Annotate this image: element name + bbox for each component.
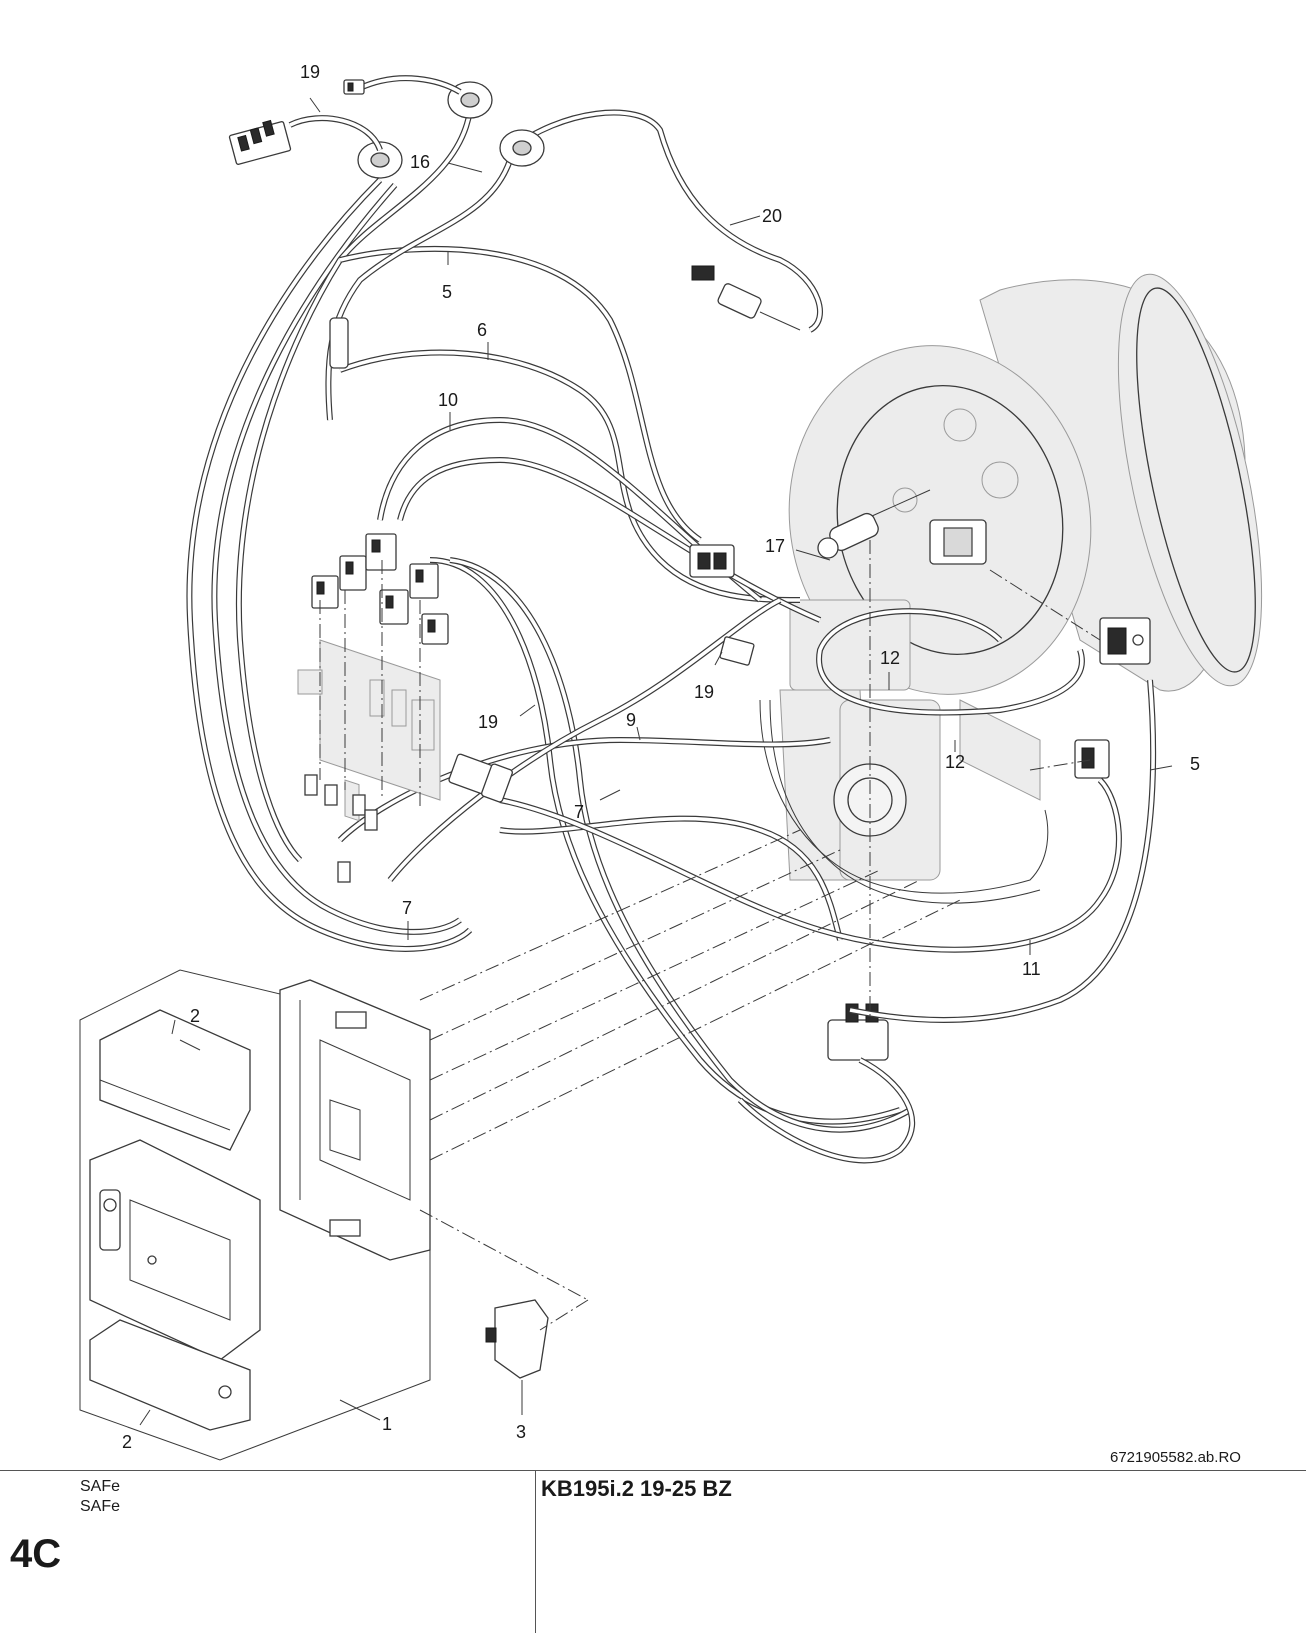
spark-ignition-unit — [1099, 617, 1151, 665]
callout-6: 6 — [477, 320, 487, 340]
callout-1: 1 — [382, 1414, 392, 1434]
exploded-wiring-diagram: 19 16 20 5 6 10 17 19 19 9 7 12 12 5 11 … — [79, 62, 1263, 1466]
grommet-1 — [357, 141, 403, 179]
callout-10: 10 — [438, 390, 458, 410]
fuse-holder — [485, 1299, 549, 1379]
connector-17 — [689, 544, 735, 578]
callout-16: 16 — [410, 152, 430, 172]
cover-bottom — [89, 1319, 251, 1431]
pump-connector — [1074, 739, 1110, 779]
flame-sensor — [929, 519, 987, 565]
terminal-connector-19 — [228, 119, 292, 165]
control-box-outline — [79, 969, 431, 1461]
callout-3: 3 — [516, 1422, 526, 1442]
callout-12-lower: 12 — [945, 752, 965, 772]
assembly-lines — [319, 540, 1101, 1331]
gas-valve-and-fan — [759, 599, 1049, 904]
temperature-sensor — [691, 265, 801, 331]
title-block-separator — [535, 1470, 536, 1633]
callout-19-left: 19 — [478, 712, 498, 732]
callout-5-top: 5 — [442, 282, 452, 302]
board-lower-connectors — [304, 774, 378, 883]
callout-12-upper: 12 — [880, 648, 900, 668]
callout-19-top: 19 — [300, 62, 320, 82]
callout-7-bottom: 7 — [402, 898, 412, 918]
angled-plug — [448, 753, 513, 803]
callout-11: 11 — [1022, 959, 1041, 979]
title-block: SAFe SAFe 4C KB195i.2 19-25 BZ — [0, 1470, 1306, 1633]
callout-19-mid: 19 — [694, 682, 714, 702]
name-line-2: SAFe — [80, 1498, 121, 1515]
grommet-3 — [499, 129, 545, 167]
callout-2-bottom: 2 — [122, 1432, 132, 1452]
wire-sleeve — [329, 317, 349, 369]
control-board — [297, 639, 441, 822]
control-box-housing — [89, 1139, 261, 1361]
ignition-electrode — [817, 489, 931, 559]
callout-20: 20 — [762, 206, 782, 226]
callout-17: 17 — [765, 536, 785, 556]
title-block-divider — [0, 1470, 1306, 1471]
name-line-1: SAFe — [80, 1478, 121, 1495]
cover-top — [99, 1009, 251, 1151]
callout-7-mid: 7 — [574, 802, 584, 822]
leader-lines — [139, 97, 1173, 1426]
callout-5-right: 5 — [1190, 754, 1200, 774]
callout-2-top: 2 — [190, 1006, 200, 1026]
callout-9: 9 — [626, 710, 636, 730]
control-box-frame — [279, 979, 431, 1261]
callout-labels: 19 16 20 5 6 10 17 19 19 9 7 12 12 5 11 … — [122, 62, 1200, 1452]
connector-cluster — [311, 533, 449, 645]
small-connector-16 — [343, 79, 365, 95]
model-title: KB195i.2 19-25 BZ — [541, 1476, 732, 1501]
section-code: 4C — [10, 1532, 62, 1576]
drawing-code: 6721905582.ab.RO — [1110, 1449, 1241, 1466]
small-clip-19 — [719, 636, 755, 666]
